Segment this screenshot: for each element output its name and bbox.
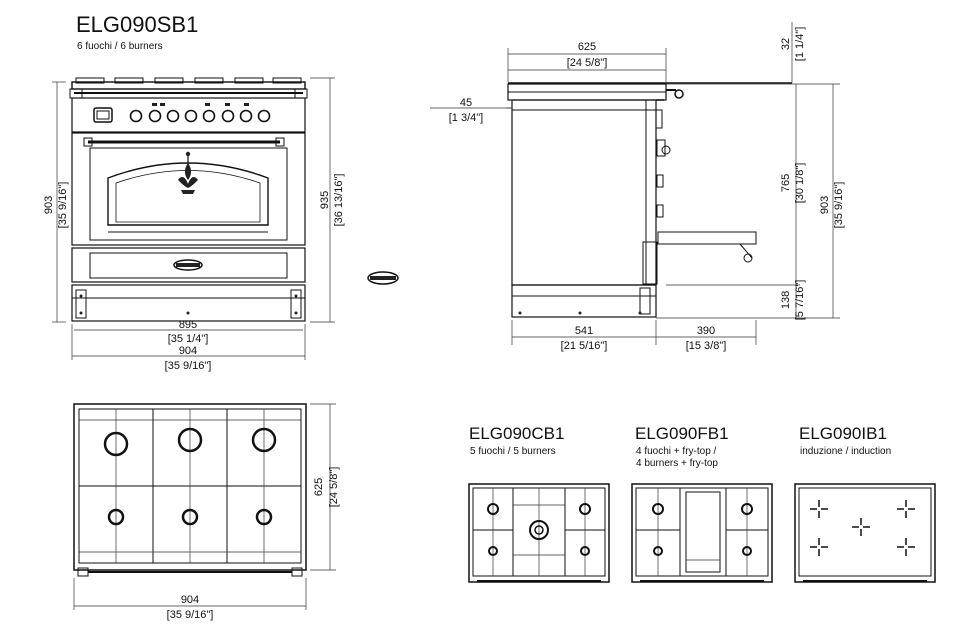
variant-fb1-desc-2: 4 burners + fry-top bbox=[636, 458, 718, 469]
top-depth-625: 625 bbox=[313, 478, 325, 496]
main-model-subtitle: 6 fuochi / 6 burners bbox=[77, 41, 163, 52]
side-lid-32: 32 bbox=[780, 38, 792, 50]
front-height-903-in: [35 9/16"] bbox=[57, 182, 69, 229]
side-depth-625-in: [24 5/8"] bbox=[567, 57, 608, 69]
control-knobs bbox=[129, 103, 271, 123]
front-width-904-in: [35 9/16"] bbox=[165, 360, 212, 372]
top-width-904-in: [35 9/16"] bbox=[167, 609, 214, 621]
variant-fb1-title: ELG090FB1 bbox=[635, 424, 729, 443]
top-view bbox=[73, 403, 336, 610]
side-height-765: 765 bbox=[780, 174, 792, 192]
side-height-903: 903 bbox=[819, 196, 831, 214]
variant-cb1-desc: 5 fuochi / 5 burners bbox=[470, 446, 556, 457]
front-height-935-in: [36 13/16"] bbox=[333, 174, 345, 227]
side-height-138: 138 bbox=[780, 291, 792, 309]
main-model-title: ELG090SB1 bbox=[76, 12, 198, 37]
variant-cb1-plan bbox=[468, 483, 610, 583]
front-width-904: 904 bbox=[179, 345, 197, 357]
variant-fb1-desc-1: 4 fuochi + fry-top / bbox=[636, 446, 717, 457]
variant-cb1-title: ELG090CB1 bbox=[469, 424, 564, 443]
side-back-45-in: [1 3/4"] bbox=[449, 112, 483, 124]
side-height-138-in: [5 7/16"] bbox=[794, 280, 806, 321]
side-view bbox=[430, 22, 840, 345]
variant-ib1-desc: induzione / induction bbox=[800, 446, 891, 457]
front-height-903: 903 bbox=[43, 196, 55, 214]
front-view bbox=[52, 77, 335, 360]
variant-ib1-title: ELG090IB1 bbox=[799, 424, 887, 443]
variant-ib1-plan bbox=[794, 483, 936, 583]
fleur-de-lis-emblem-icon bbox=[178, 151, 198, 194]
front-width-895-in: [35 1/4"] bbox=[168, 333, 209, 345]
side-height-765-in: [30 1/8"] bbox=[794, 163, 806, 204]
top-depth-625-in: [24 5/8"] bbox=[328, 467, 340, 508]
induction-zone-icons bbox=[810, 500, 915, 556]
burner-icons bbox=[103, 427, 277, 526]
front-height-935: 935 bbox=[319, 191, 331, 209]
drawer-badge-icon bbox=[173, 259, 203, 271]
side-depth-390: 390 bbox=[697, 325, 715, 337]
side-lid-32-in: [1 1/4"] bbox=[794, 27, 806, 61]
brand-badge-icon bbox=[367, 271, 399, 285]
side-back-45: 45 bbox=[460, 97, 472, 109]
side-depth-625: 625 bbox=[578, 41, 596, 53]
top-width-904: 904 bbox=[181, 594, 199, 606]
side-height-903-in: [35 9/16"] bbox=[833, 182, 845, 229]
front-width-895: 895 bbox=[179, 319, 197, 331]
side-depth-390-in: [15 3/8"] bbox=[686, 340, 727, 352]
side-depth-541-in: [21 5/16"] bbox=[561, 340, 608, 352]
side-depth-541: 541 bbox=[575, 325, 593, 337]
variant-fb1-plan bbox=[631, 483, 773, 583]
